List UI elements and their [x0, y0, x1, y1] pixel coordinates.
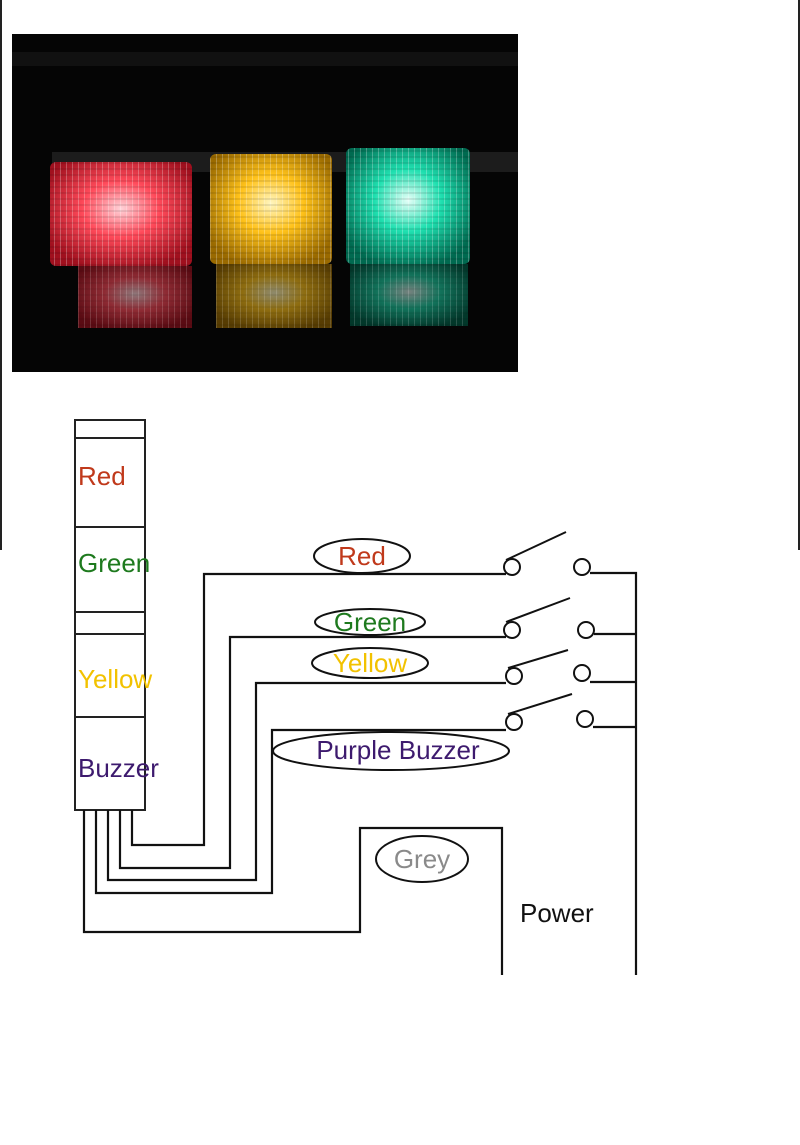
tower-body: [74, 419, 146, 811]
wire-label-red: Red: [313, 538, 411, 574]
yellow-lamp: [210, 154, 332, 328]
power-bus: [590, 571, 638, 975]
wire-label-green: Green: [314, 607, 426, 637]
tower-label-yellow: Yellow: [78, 664, 152, 694]
red-lamp: [50, 162, 192, 328]
tower-label-red: Red: [78, 461, 126, 491]
svg-text:Yellow: Yellow: [333, 648, 407, 678]
signal-wires: [82, 572, 506, 975]
tower-label-buzzer: Buzzer: [78, 753, 159, 783]
svg-text:Grey: Grey: [394, 844, 450, 874]
tower-light-photo: [12, 34, 518, 372]
tower-label-green: Green: [78, 548, 150, 578]
svg-text:Red: Red: [338, 541, 386, 571]
power-label: Power: [520, 898, 594, 928]
wire-label-buzzer: Purple Buzzer: [272, 731, 510, 771]
green-lamp: [346, 148, 470, 326]
wire-label-yellow: Yellow: [311, 647, 429, 679]
svg-text:Green: Green: [334, 607, 406, 637]
wire-label-grey: Grey: [375, 835, 469, 883]
switches: [503, 531, 595, 731]
svg-text:Purple Buzzer: Purple Buzzer: [316, 735, 480, 765]
